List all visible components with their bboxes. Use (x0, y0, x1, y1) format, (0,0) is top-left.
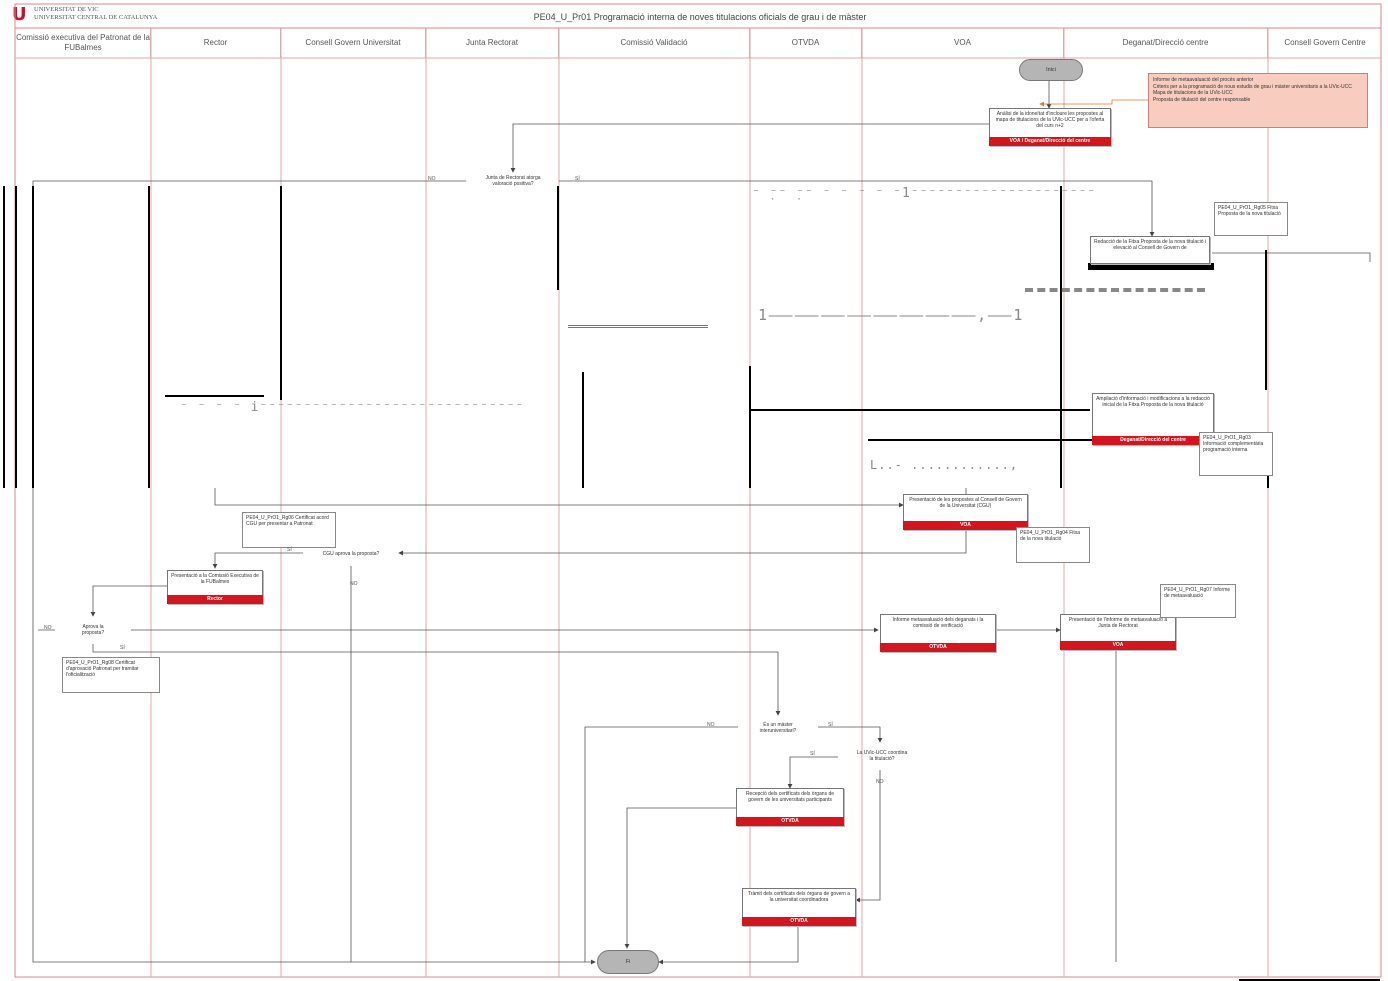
edge-note-analysis (1039, 99, 1148, 107)
process-ampliacio-owner: Deganat/Direcció del centre (1092, 436, 1214, 445)
decision-junta-rectorat: Junta de Rectorat atorga valoració posit… (466, 168, 560, 194)
process-present-informe: Presentació de l'informe de metaavaluaci… (1060, 614, 1176, 650)
input-note: Informe de metaavaluació del procés ante… (1148, 73, 1368, 128)
process-ampliacio: Ampliació d'informació i modificacions a… (1092, 393, 1214, 445)
lane-dividers (15, 28, 1381, 977)
process-present-comissio: Presentació a la Comissió Executiva de l… (167, 570, 263, 604)
edge-comissio-aprova (90, 585, 167, 617)
process-tramit-text: Tràmit dels certificats dels òrgans de g… (747, 891, 851, 903)
edge-inter-si (818, 726, 883, 743)
process-ampliacio-text: Ampliació d'informació i modificacions a… (1096, 396, 1210, 408)
document-rg07: PE04_U_PrO1_Rg07 Informe de metaavaluaci… (1160, 584, 1236, 618)
university-logo-icon: U (12, 4, 27, 25)
process-informe-meta: Informe metaavaluació dels deganats i la… (880, 614, 996, 652)
label-no-junta: NO (428, 176, 436, 182)
edge-inter-no (584, 726, 738, 962)
edge-junta-no (32, 180, 596, 965)
process-recepcio-owner: OTVDA (736, 817, 844, 826)
outer-frame (14, 3, 1382, 978)
process-redaccio: Redacció de la Fitxa Proposta de la nova… (1090, 236, 1210, 264)
edge-deccgu-si (212, 552, 303, 569)
process-recepcio: Recepció dels certificats dels òrgans de… (736, 788, 844, 826)
lane-header-consell-govern-centre: Consell Govern Centre (1284, 38, 1366, 47)
process-redaccio-text: Redacció de la Fitxa Proposta de la nova… (1094, 239, 1207, 251)
process-present-comissio-owner: Rector (167, 595, 263, 604)
edge-recepcio-end (624, 807, 736, 949)
process-informe-meta-owner: OTVDA (880, 643, 996, 652)
logo-text: UNIVERSITAT DE VIC UNIVERSITAT CENTRAL D… (34, 6, 157, 22)
process-tramit: Tràmit dels certificats dels òrgans de g… (742, 888, 856, 926)
label-no-cgu: NO (350, 581, 358, 587)
process-present-informe-text: Presentació de l'informe de metaavaluaci… (1068, 617, 1168, 629)
scan-artifact-bar (1088, 263, 1214, 270)
process-analysis: Anàlisi de la idoneïtat d'incloure les p… (989, 108, 1111, 146)
scan-fragment-1: ⁻ ̣⁻⁻ ̣⁻⁻ ⁻ ⁻ ⁻ ⁻ ⁻1⁻⁻⁻⁻⁻⁻⁻⁻⁻⁻⁻⁻⁻⁻⁻⁻⁻⁻⁻⁻… (752, 186, 1097, 201)
edge-coord-si (787, 756, 838, 789)
decision-coordina: La UVic-UCC coordina la titulació? (838, 742, 926, 770)
process-analysis-text: Anàlisi de la idoneïtat d'incloure les p… (995, 111, 1105, 129)
label-si-coord: SÍ (810, 751, 815, 757)
label-si-inter: SÍ (828, 722, 833, 728)
decision-cgu: CGU aprova la proposta? (303, 541, 399, 567)
edge-coord-no (855, 770, 881, 903)
edge-junta-si (559, 180, 1155, 237)
logo-line-1: UNIVERSITAT DE VIC (34, 6, 99, 13)
label-no-aprova: NO (44, 625, 52, 631)
logo-line-2: UNIVERSITAT CENTRAL DE CATALUNYA (34, 14, 158, 21)
label-no-inter: NO (707, 722, 715, 728)
edge-to-present-cgu (214, 488, 904, 508)
process-tramit-owner: OTVDA (742, 917, 856, 926)
scan-smudge-2 (1025, 288, 1205, 298)
document-rg05: PE04_U_PrO1_Rg05 Fitxa Proposta de la no… (1214, 202, 1288, 236)
edge-analysis-junta (510, 123, 989, 173)
label-si-junta: SÍ (575, 176, 580, 182)
edge-redaccio-right (1212, 252, 1371, 262)
process-informe-meta-text: Informe metaavaluació dels deganats i la… (892, 617, 984, 629)
scan-fragment-2: 1⸺⸺⸺⸺⸺⸺⸺⸺,⸺1 (758, 306, 1024, 324)
label-si-aprova: SÍ (120, 645, 125, 651)
edge-tramit-end (658, 925, 799, 965)
scan-fragment-4: L..- ............, (870, 458, 1019, 472)
process-analysis-owner: VOA i Deganat/Direcció del centre (989, 137, 1111, 146)
document-title: PE04_U_Pr01 Programació interna de noves… (533, 12, 867, 22)
decision-aprova: Aprova la proposta? (55, 616, 131, 644)
label-no-coord: NO (876, 779, 884, 785)
process-present-cgu-owner: VOA (903, 521, 1028, 530)
edge-present-deccgu (398, 530, 967, 556)
start-node: Inici (1019, 59, 1083, 81)
process-present-cgu-text: Presentació de les propostes al Consell … (909, 497, 1022, 509)
scan-smudge-1 (568, 306, 708, 328)
process-recepcio-text: Recepció dels certificats dels òrgans de… (745, 791, 835, 803)
scan-fragment-3: ⁻ ⁻ ⁻ ⁻ i⁻⁻⁻⁻⁻⁻⁻⁻⁻⁻⁻⁻⁻⁻⁻⁻⁻⁻⁻⁻⁻⁻⁻⁻⁻⁻⁻⁻⁻⁻ (180, 400, 525, 415)
process-present-cgu: Presentació de les propostes al Consell … (903, 494, 1028, 530)
decision-interuniversitari: És un màster interuniversitari? (738, 715, 818, 741)
document-rg08: PE04_U_PrO1_Rg08 Certificat d'aprovació … (62, 657, 160, 693)
end-node: Fi (597, 950, 659, 974)
edge-aprova-inter (92, 644, 781, 716)
process-present-informe-owner: VOA (1060, 641, 1176, 650)
process-present-comissio-text: Presentació a la Comissió Executiva de l… (171, 573, 259, 585)
document-rg04: PE04_U_PrO1_Rg04 Fitxa de la nova titula… (1016, 527, 1090, 563)
document-rg03: PE04_U_PrO1_Rg03 Informació complementàr… (1199, 432, 1273, 476)
label-si-cgu: SÍ (287, 547, 292, 553)
